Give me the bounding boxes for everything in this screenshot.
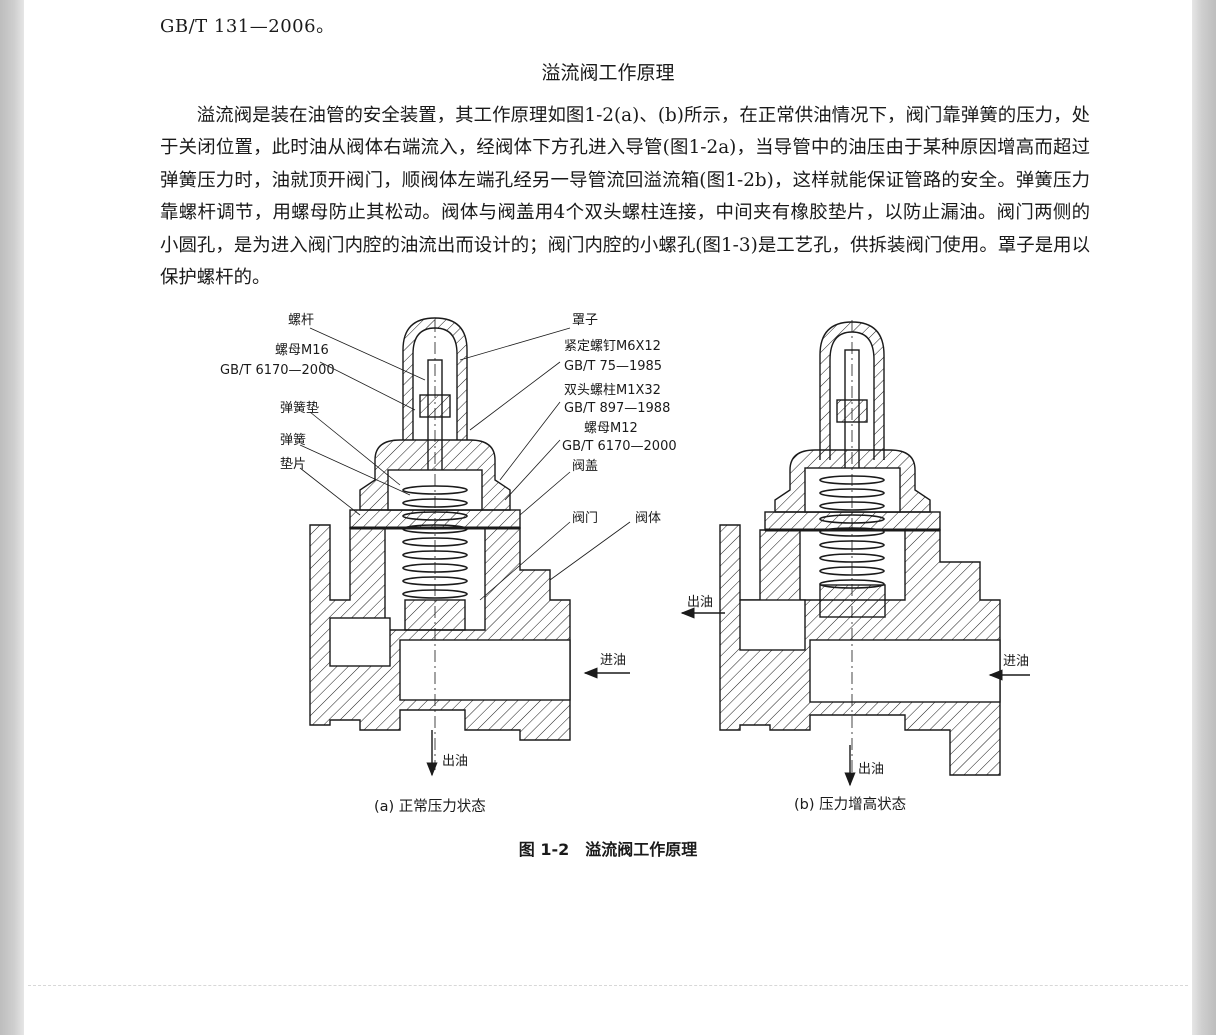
label-nut-m12-std: GB/T 6170—2000 xyxy=(562,439,677,454)
viewer-frame-right xyxy=(1192,0,1216,1035)
diagram-a-labels: 螺杆 螺母M16 GB/T 6170—2000 弹簧垫 弹簧 垫片 罩子 紧定螺… xyxy=(220,313,677,769)
label-oil-in-b: 进油 xyxy=(1003,654,1029,669)
diagram-b xyxy=(680,320,1030,787)
label-screw: 螺杆 xyxy=(288,313,314,328)
label-nut-m16-std: GB/T 6170—2000 xyxy=(220,363,335,378)
viewer-frame-left xyxy=(0,0,24,1035)
diagram-a xyxy=(299,317,631,777)
label-nut-m16: 螺母M16 xyxy=(275,343,329,358)
label-oil-out-a: 出油 xyxy=(442,754,468,769)
label-stud-std: GB/T 897—1988 xyxy=(564,401,670,416)
label-set-screw: 紧定螺钉M6X12 xyxy=(564,339,661,354)
figure-caption: 图 1-2 溢流阀工作原理 xyxy=(518,840,698,859)
label-set-screw-std: GB/T 75—1985 xyxy=(564,359,662,374)
label-spring-washer: 弹簧垫 xyxy=(280,400,319,416)
label-spring: 弹簧 xyxy=(280,432,306,448)
label-valve: 阀门 xyxy=(572,511,598,526)
standard-reference: GB/T 131—2006。 xyxy=(160,16,335,37)
subcaption-b: (b) 压力增高状态 xyxy=(794,797,907,813)
label-oil-in-a: 进油 xyxy=(600,653,626,668)
page-bottom-rule xyxy=(28,985,1188,986)
relief-valve-diagram: 螺杆 螺母M16 GB/T 6170—2000 弹簧垫 弹簧 垫片 罩子 紧定螺… xyxy=(220,313,1030,787)
label-nut-m12: 螺母M12 xyxy=(584,421,638,436)
label-stud: 双头螺柱M1X32 xyxy=(564,383,661,398)
document-page xyxy=(28,0,1188,1035)
body-paragraph: 溢流阀是装在油管的安全装置，其工作原理如图1-2(a)、(b)所示，在正常供油情… xyxy=(160,105,1090,289)
label-cover: 罩子 xyxy=(572,313,598,328)
subcaption-a: (a) 正常压力状态 xyxy=(374,799,486,815)
label-oil-out-bottom-b: 出油 xyxy=(858,762,884,777)
section-title: 溢流阀工作原理 xyxy=(541,62,675,84)
label-gasket: 垫片 xyxy=(280,456,306,472)
diagram-b-labels: 出油 进油 出油 xyxy=(687,595,1029,777)
label-oil-out-left-b: 出油 xyxy=(687,595,713,610)
label-body: 阀体 xyxy=(635,511,661,526)
label-bonnet: 阀盖 xyxy=(572,459,598,474)
